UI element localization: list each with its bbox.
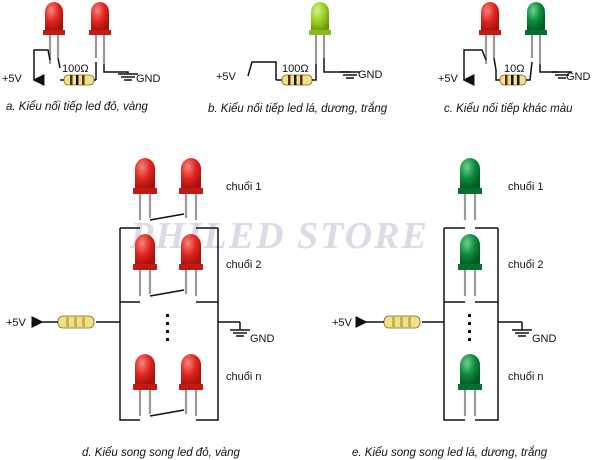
continuation-dots — [468, 314, 471, 341]
resistor-icon — [57, 315, 95, 329]
resistor-icon — [383, 315, 421, 329]
resistor-icon — [281, 74, 313, 86]
ground-icon — [552, 71, 572, 79]
led-icon — [179, 354, 203, 416]
led-icon — [458, 158, 482, 220]
caption-e: e. Kiểu song song led lá, dương, trắng — [352, 446, 548, 459]
led-icon — [89, 2, 111, 64]
led-icon — [309, 2, 331, 64]
plus-5v-label: +5V — [2, 73, 23, 85]
resistor-label: 100Ω — [282, 63, 309, 75]
plus-5v-label: +5V — [332, 317, 353, 329]
led-icon — [179, 234, 203, 296]
led-icon — [133, 354, 157, 416]
ground-icon — [118, 73, 138, 81]
gnd-label: GND — [250, 333, 275, 345]
led-icon — [133, 234, 157, 296]
led-icon — [458, 354, 482, 416]
led-icon — [479, 2, 501, 64]
panel-d: +5V GND chuổi 1 chuổi 2 chuổi n d. Kiểu … — [6, 158, 275, 459]
panel-c: +5V 10Ω GND c. Kiểu nối tiếp khác màu — [438, 2, 591, 115]
panel-b: +5V 100Ω GND b. Kiểu nối tiếp led lá, dư… — [208, 2, 388, 115]
continuation-dots — [166, 314, 169, 341]
led-icon — [133, 158, 157, 220]
resistor-icon — [499, 74, 527, 86]
panel-e: +5V GND chuổi 1 chuổi 2 chuổi n e. Kiểu … — [332, 158, 557, 459]
ground-icon — [340, 71, 360, 79]
led-icon — [43, 2, 65, 64]
plus-5v-label: +5V — [6, 317, 27, 329]
watermark: PHILED STORE — [129, 215, 429, 257]
chain-2-label: chuổi 2 — [508, 259, 543, 271]
resistor-icon — [60, 62, 97, 86]
resistor-label: 100Ω — [62, 63, 89, 75]
chain-1-label: chuổi 1 — [508, 181, 543, 193]
caption-b: b. Kiểu nối tiếp led lá, dương, trắng — [208, 102, 388, 115]
caption-d: d. Kiểu song song led đỏ, vàng — [82, 447, 241, 459]
caption-c: c. Kiểu nối tiếp khác màu — [444, 103, 573, 115]
chain-n-label: chuổi n — [508, 371, 543, 383]
plus-5v-label: +5V — [216, 71, 237, 83]
plus-5v-label: +5V — [438, 73, 459, 85]
gnd-label: GND — [532, 333, 557, 345]
chain-2-label: chuổi 2 — [226, 259, 261, 271]
caption-a: a. Kiểu nối tiếp led đỏ, vàng — [6, 101, 149, 113]
resistor-label: 10Ω — [504, 63, 524, 75]
chain-n-label: chuổi n — [226, 371, 261, 383]
ground-icon — [512, 322, 532, 337]
gnd-label: GND — [566, 71, 591, 83]
ground-icon — [230, 322, 250, 337]
gnd-label: GND — [136, 73, 161, 85]
led-icon — [458, 234, 482, 296]
gnd-label: GND — [358, 69, 383, 81]
led-icon — [179, 158, 203, 220]
chain-1-label: chuổi 1 — [226, 181, 261, 193]
led-icon — [525, 2, 547, 64]
panel-a: +5V 100Ω GND a. Kiểu nối tiếp led đỏ, và… — [2, 2, 161, 113]
